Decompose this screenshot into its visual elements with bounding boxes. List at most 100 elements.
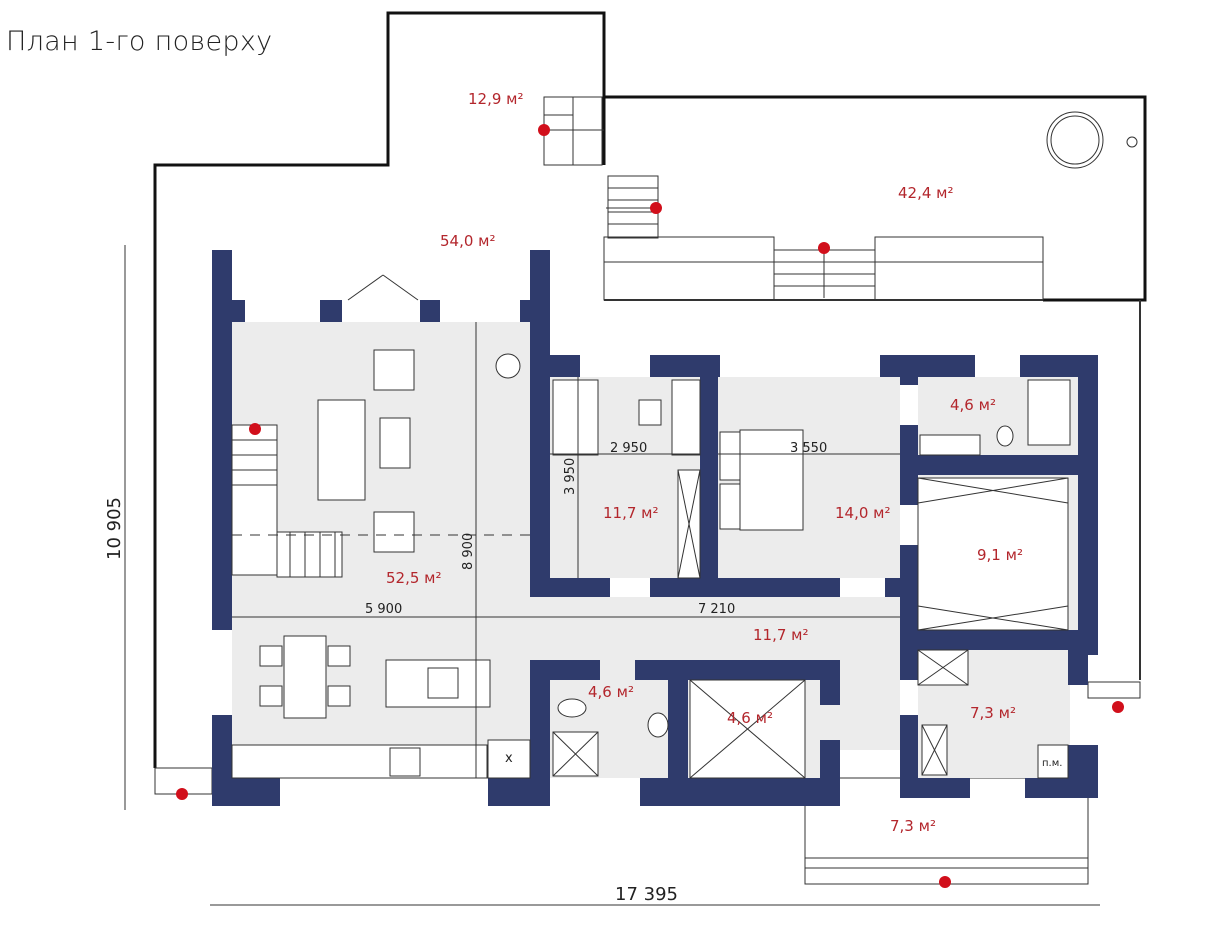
dim-bedroom1-height: 3 950 bbox=[563, 458, 578, 495]
kitchen-counter bbox=[231, 744, 488, 779]
plan-shape bbox=[700, 377, 718, 597]
dim-living-height: 8 900 bbox=[461, 533, 476, 570]
entrance-marker bbox=[176, 788, 188, 800]
plan-shape bbox=[671, 379, 701, 456]
plan-shape bbox=[650, 355, 720, 377]
plan-shape bbox=[552, 731, 599, 777]
plan-shape bbox=[719, 483, 741, 530]
plan-shape bbox=[276, 531, 343, 578]
plan-shape bbox=[689, 679, 806, 779]
plan-shape bbox=[153, 11, 606, 768]
entrance-marker bbox=[1112, 701, 1124, 713]
plan-shape bbox=[420, 300, 440, 322]
plan-shape bbox=[259, 685, 283, 707]
area-bath-small: 4,6 м² bbox=[588, 683, 634, 701]
plan-shape bbox=[1087, 681, 1141, 699]
area-corridor: 11,7 м² bbox=[753, 626, 809, 644]
entrance-marker bbox=[818, 242, 830, 254]
plan-shape bbox=[212, 300, 245, 322]
plan-shape bbox=[259, 645, 283, 667]
area-utility: 7,3 м² bbox=[970, 704, 1016, 722]
plan-shape bbox=[650, 578, 840, 597]
entrance-markers bbox=[176, 124, 1124, 888]
toilet-icon bbox=[996, 425, 1014, 447]
plan-shape bbox=[820, 740, 840, 790]
plan-shape bbox=[1025, 778, 1098, 798]
area-room-9: 9,1 м² bbox=[977, 546, 1023, 564]
side-stairs bbox=[606, 175, 659, 239]
plan-shape bbox=[327, 685, 351, 707]
dim-total-width: 17 395 bbox=[615, 884, 678, 905]
plan-shape bbox=[530, 355, 580, 377]
area-closet: 4,6 м² bbox=[727, 709, 773, 727]
plan-shape bbox=[820, 660, 840, 705]
plan-shape bbox=[640, 778, 840, 806]
plan-shape bbox=[880, 355, 975, 377]
plan-shape bbox=[1050, 115, 1100, 165]
dining-table bbox=[283, 635, 327, 719]
plan-shape bbox=[885, 578, 900, 597]
plan-shape bbox=[212, 250, 232, 630]
plan-shape bbox=[488, 778, 550, 806]
area-bedroom1: 11,7 м² bbox=[603, 504, 659, 522]
area-terrace-right: 42,4 м² bbox=[898, 184, 954, 202]
plan-shape bbox=[231, 424, 278, 576]
plan-shape bbox=[1037, 744, 1069, 779]
dim-bedroom1-width: 2 950 bbox=[610, 441, 647, 456]
dim-bedroom2-width: 3 550 bbox=[790, 441, 827, 456]
sink-icon bbox=[647, 712, 669, 738]
coffee-table bbox=[379, 417, 411, 469]
fireplace bbox=[495, 353, 521, 379]
desk bbox=[638, 399, 662, 426]
plan-shape bbox=[1126, 136, 1138, 148]
plan-shape bbox=[917, 477, 1069, 504]
appliance-mark: x bbox=[505, 751, 513, 766]
plan-shape bbox=[874, 236, 1044, 301]
plan-shape bbox=[530, 578, 610, 597]
plan-shape bbox=[900, 355, 918, 385]
entrance-marker bbox=[650, 202, 662, 214]
plan-shape bbox=[1046, 111, 1104, 169]
dim-total-height: 10 905 bbox=[104, 497, 125, 560]
plan-shape bbox=[604, 95, 1147, 302]
plan-shape bbox=[487, 739, 531, 779]
entrance-marker bbox=[249, 423, 261, 435]
plan-shape bbox=[327, 645, 351, 667]
area-terrace-main: 54,0 м² bbox=[440, 232, 496, 250]
sinks bbox=[919, 434, 981, 456]
plan-shape bbox=[347, 274, 384, 301]
plan-shape bbox=[382, 274, 419, 301]
sink-icon bbox=[427, 667, 459, 699]
plan-shape bbox=[900, 545, 918, 680]
plan-shape bbox=[677, 469, 701, 579]
balcony-stairs bbox=[543, 96, 604, 166]
plan-shape bbox=[900, 715, 918, 790]
area-living: 52,5 м² bbox=[386, 569, 442, 587]
plan-shape bbox=[917, 649, 969, 686]
armchair bbox=[373, 349, 415, 391]
bed bbox=[739, 429, 804, 531]
dim-corridor-width: 7 210 bbox=[698, 602, 735, 617]
plan-shape bbox=[603, 236, 775, 301]
stove-icon bbox=[389, 747, 421, 777]
furniture: x п.м. bbox=[231, 274, 1071, 779]
plan-shape bbox=[1068, 640, 1088, 685]
plan-title: План 1-го поверху bbox=[6, 26, 273, 57]
pm-label: п.м. bbox=[1042, 758, 1062, 769]
entrance-marker bbox=[939, 876, 951, 888]
plan-shape bbox=[921, 724, 948, 776]
plan-shape bbox=[1078, 355, 1098, 655]
sofa bbox=[552, 379, 599, 456]
toilet-icon bbox=[557, 698, 587, 718]
plan-shape bbox=[917, 605, 1069, 631]
wardrobe bbox=[917, 477, 1069, 631]
plan-shape bbox=[530, 250, 550, 585]
entrance-marker bbox=[538, 124, 550, 136]
bathtub bbox=[1027, 379, 1071, 446]
hot-tub-icon bbox=[1046, 111, 1138, 169]
plan-shape bbox=[530, 660, 550, 806]
outdoor-outlines bbox=[153, 11, 1147, 885]
dim-living-width: 5 900 bbox=[365, 602, 402, 617]
area-balcony: 12,9 м² bbox=[468, 90, 524, 108]
dimension-lines bbox=[124, 245, 1100, 906]
